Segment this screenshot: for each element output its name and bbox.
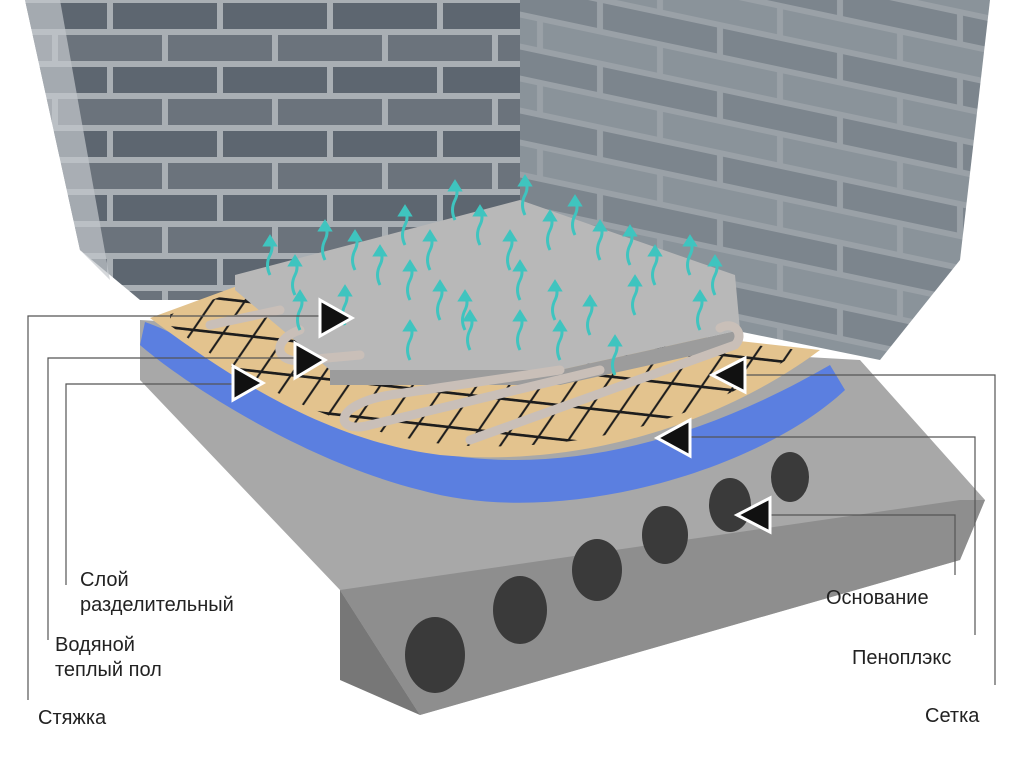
heat-arrow-head [552, 319, 568, 332]
heat-arrow-head [622, 224, 638, 237]
heat-arrow-head [287, 254, 303, 267]
heat-arrow-head [517, 174, 533, 187]
heat-arrow-head [692, 289, 708, 302]
arrow-screed [318, 297, 356, 339]
heat-arrows [262, 174, 723, 376]
arrow-water-floor [293, 340, 328, 381]
heat-arrow-head [337, 284, 353, 297]
heat-arrow-head [582, 294, 598, 307]
label-screed: Стяжка [38, 707, 107, 729]
heat-arrow-head [292, 289, 308, 302]
heat-arrow-head [707, 254, 723, 267]
heat-arrow-head [262, 234, 278, 247]
label-water-floor: Водяной теплый пол [55, 633, 162, 683]
heat-arrow-head [397, 204, 413, 217]
heat-arrow-head [627, 274, 643, 287]
label-mesh: Сетка [925, 705, 980, 727]
heat-arrow-head [647, 244, 663, 257]
insulation-layer [140, 322, 845, 503]
heat-arrow-head [682, 234, 698, 247]
heat-arrow-head [512, 309, 528, 322]
heat-arrow-head [462, 309, 478, 322]
label-line: разделительный [80, 594, 234, 616]
arrow-penoplex [653, 417, 692, 459]
heat-arrow-head [567, 194, 583, 207]
heat-arrow-head [447, 179, 463, 192]
heat-arrow-head [512, 259, 528, 272]
leader-lines [27, 315, 996, 700]
heat-arrow-head [347, 229, 363, 242]
heat-arrow-head [592, 219, 608, 232]
heat-arrow-head [547, 279, 563, 292]
heat-arrow-head [372, 244, 388, 257]
heat-arrow-head [502, 229, 518, 242]
label-separating-layer: Слой разделительный [80, 568, 234, 618]
screed-layer [235, 200, 740, 385]
heat-arrow-head [432, 279, 448, 292]
heat-arrow-head [472, 204, 488, 217]
heat-arrow-head [422, 229, 438, 242]
arrow-base [733, 495, 772, 535]
arrow-separating-layer [231, 363, 267, 403]
heat-arrow-head [542, 209, 558, 222]
slab-hollow-cores [405, 452, 809, 693]
heat-arrow-head [317, 219, 333, 232]
heat-arrow-head [402, 259, 418, 272]
label-line: Водяной [55, 634, 135, 656]
label-base: Основание [826, 587, 929, 609]
heat-arrow-head [457, 289, 473, 302]
label-line: Слой [80, 569, 129, 591]
heat-arrow-head [402, 319, 418, 332]
pointer-arrows [231, 297, 772, 535]
arrow-mesh [708, 355, 747, 395]
label-line: теплый пол [55, 659, 162, 681]
heat-arrow-head [607, 334, 623, 347]
label-penoplex: Пеноплэкс [852, 647, 952, 669]
